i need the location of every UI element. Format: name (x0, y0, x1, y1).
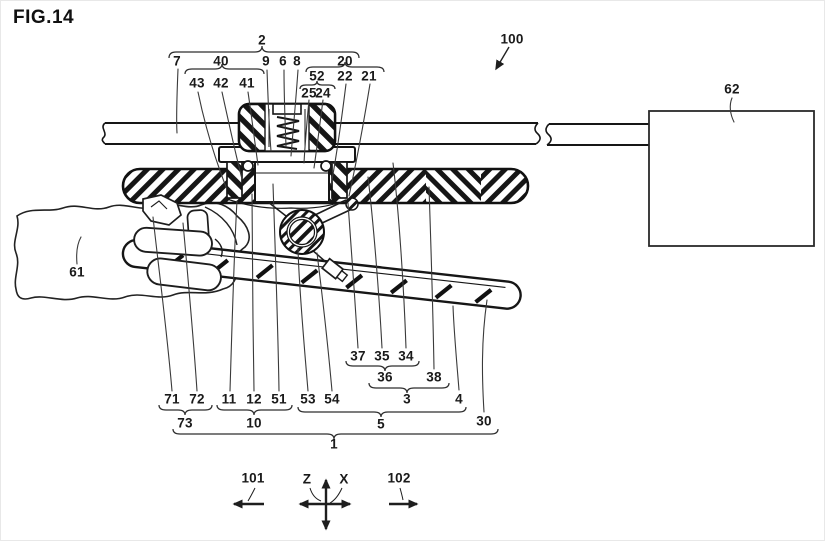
ref-label-73: 73 (177, 415, 193, 431)
ref-label-101: 101 (241, 470, 265, 486)
direction-arrow-102-icon (389, 487, 419, 509)
brace-40 (184, 63, 265, 75)
ref-label-52: 52 (309, 68, 325, 84)
ref-label-5: 5 (377, 416, 385, 432)
brace-3 (368, 382, 450, 394)
link-pin (345, 197, 359, 211)
ref-label-7: 7 (173, 53, 181, 69)
ref-label-2: 2 (258, 32, 266, 48)
ref-label-21: 21 (361, 68, 377, 84)
ref-label-42: 42 (213, 75, 229, 91)
pivot-ball (262, 197, 359, 283)
ref-label-38: 38 (426, 369, 442, 385)
set-screw (321, 257, 349, 283)
ref-label-10: 10 (246, 415, 262, 431)
direction-arrow-101-icon (232, 487, 264, 509)
axis-cross-icon (298, 478, 352, 531)
figure-title: FIG.14 (13, 7, 75, 28)
ref-label-9: 9 (262, 53, 270, 69)
ref-label-43: 43 (189, 75, 205, 91)
ref-label-62: 62 (724, 81, 740, 97)
rod (101, 122, 649, 146)
spring (276, 116, 300, 150)
ref-label-36: 36 (377, 369, 393, 385)
ref-label-102: 102 (387, 470, 411, 486)
ref-label-30: 30 (476, 413, 492, 429)
cap-assembly (218, 102, 356, 209)
ref-label-11: 11 (221, 391, 237, 407)
ref-label-72: 72 (189, 391, 205, 407)
ref-label-6: 6 (279, 53, 287, 69)
ref-label-25: 25 (301, 85, 317, 101)
ref-label-24: 24 (315, 85, 331, 101)
ref-label-71: 71 (164, 391, 180, 407)
spring-plug (272, 103, 302, 115)
ref-label-37: 37 (350, 348, 366, 364)
reference-arrow-100-icon (495, 46, 510, 71)
ref-label-8: 8 (293, 53, 301, 69)
leader-lines (76, 68, 735, 413)
axis-label-x: X (339, 471, 349, 487)
brace-20 (305, 61, 385, 73)
ref-label-51: 51 (271, 391, 287, 407)
brace-73 (158, 404, 213, 416)
ref-label-40: 40 (213, 53, 229, 69)
actuator-box (648, 110, 815, 247)
brace-5 (297, 406, 467, 418)
ref-label-12: 12 (246, 391, 262, 407)
braces (158, 45, 499, 440)
ref-label-100: 100 (500, 31, 524, 47)
axis-label-z: Z (302, 471, 312, 487)
fingers (133, 226, 223, 292)
brace-52 (299, 80, 336, 90)
ref-label-20: 20 (337, 53, 353, 69)
lower-jaw (121, 238, 522, 310)
ref-label-4: 4 (455, 391, 463, 407)
ref-label-1: 1 (330, 436, 338, 452)
brace-36 (345, 360, 420, 372)
brace-2 (168, 45, 360, 59)
ref-label-41: 41 (239, 75, 255, 91)
ref-label-53: 53 (300, 391, 316, 407)
ref-label-34: 34 (398, 348, 414, 364)
brace-1 (172, 428, 499, 440)
brace-10 (216, 404, 293, 416)
ref-label-35: 35 (374, 348, 390, 364)
ref-label-54: 54 (324, 391, 340, 407)
ref-label-22: 22 (337, 68, 353, 84)
ref-label-3: 3 (403, 391, 411, 407)
ref-label-61: 61 (69, 264, 85, 280)
